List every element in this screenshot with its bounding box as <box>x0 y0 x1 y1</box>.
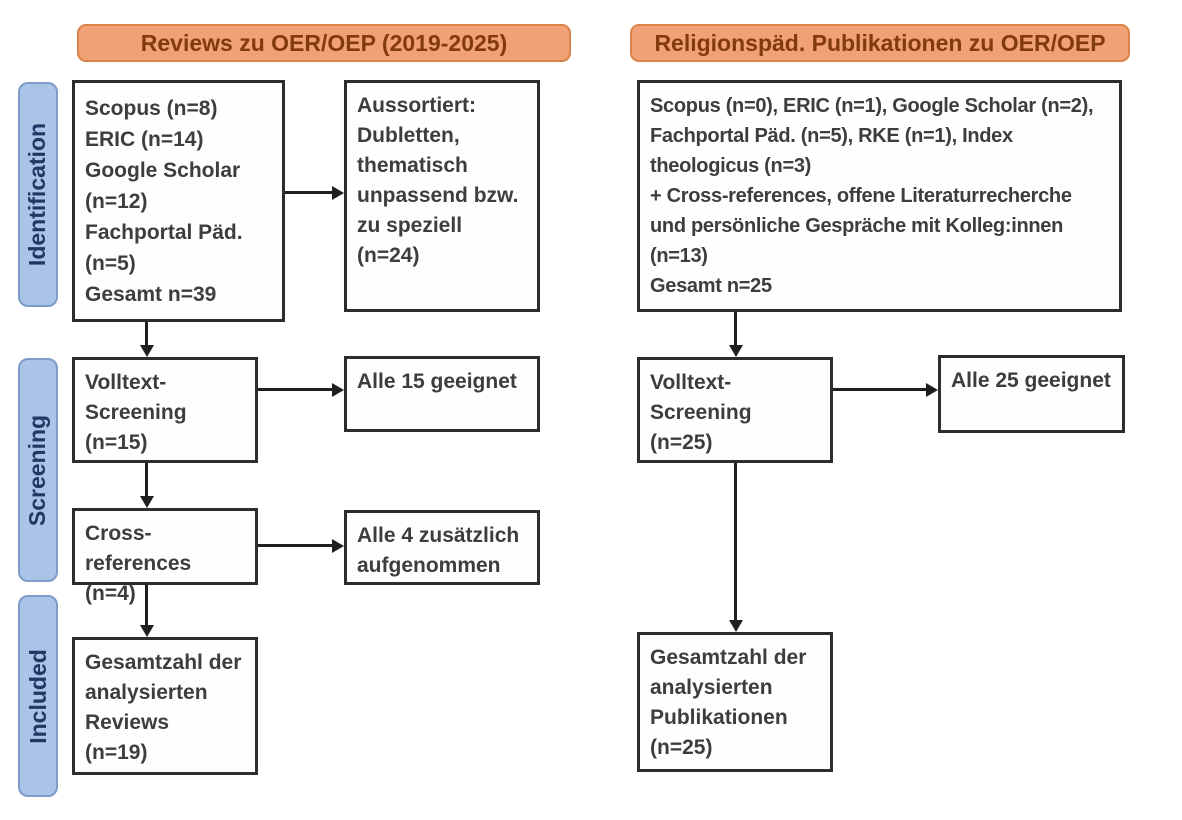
column-header-reviews: Reviews zu OER/OEP (2019-2025) <box>77 24 571 62</box>
box-left-fulltext-result: Alle 15 geeignet <box>344 356 540 432</box>
stage-included: Included <box>18 595 58 797</box>
stage-included-label: Included <box>24 648 51 744</box>
arrow-left-fulltext-to-crossref <box>139 463 154 508</box>
arrow-left-crossref-to-total <box>139 585 154 637</box>
box-left-excluded: Aussortiert: Dubletten, thematisch unpas… <box>344 80 540 312</box>
stage-screening: Screening <box>18 358 58 582</box>
box-right-fulltext-screening: Volltext- Screening (n=25) <box>637 357 833 463</box>
column-header-religionspaed: Religionspäd. Publikationen zu OER/OEP <box>630 24 1130 62</box>
box-right-sources: Scopus (n=0), ERIC (n=1), Google Scholar… <box>637 80 1122 312</box>
stage-identification-label: Identification <box>24 122 51 267</box>
box-right-included-total: Gesamtzahl der analysierten Publikatione… <box>637 632 833 772</box>
box-left-included-total: Gesamtzahl der analysierten Reviews (n=1… <box>72 637 258 775</box>
arrow-left-sources-to-excluded <box>285 185 344 200</box>
arrow-left-sources-to-fulltext <box>139 322 154 357</box>
box-left-sources: Scopus (n=8) ERIC (n=14) Google Scholar … <box>72 80 285 322</box>
arrow-left-fulltext-to-result <box>258 382 344 397</box>
stage-identification: Identification <box>18 82 58 307</box>
arrow-right-fulltext-to-result <box>833 382 938 397</box>
box-left-fulltext-screening: Volltext- Screening (n=15) <box>72 357 258 463</box>
box-left-cross-references: Cross-references (n=4) <box>72 508 258 605</box>
arrow-right-fulltext-to-total <box>728 463 743 632</box>
box-right-fulltext-result: Alle 25 geeignet <box>938 355 1125 433</box>
stage-screening-label: Screening <box>24 414 51 526</box>
box-left-cross-references-result: Alle 4 zusätzlich aufgenommen <box>344 510 540 585</box>
arrow-right-sources-to-fulltext <box>728 312 743 357</box>
arrow-left-crossref-to-result <box>258 538 344 553</box>
